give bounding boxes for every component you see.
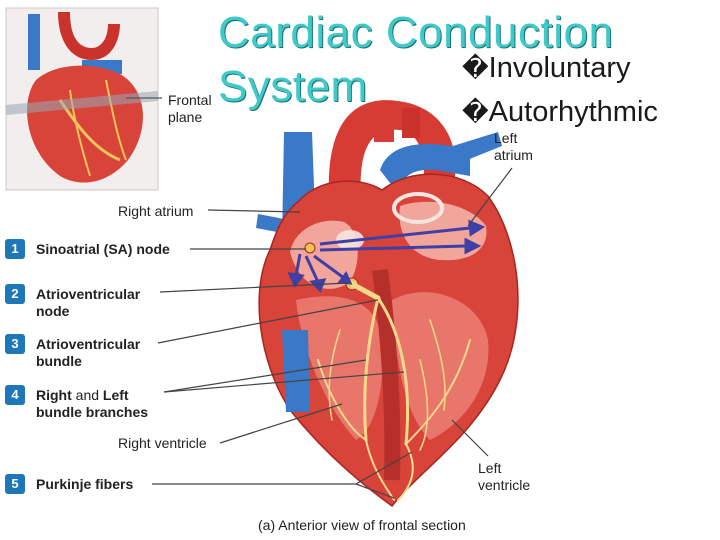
bullet-involuntary: �Involuntary xyxy=(462,52,631,85)
left-atrium-label: Left atrium xyxy=(494,130,533,163)
slide-title-line1: Cardiac Conduction xyxy=(218,8,614,57)
bullet-involuntary-text: Involuntary xyxy=(488,52,631,84)
step-5-badge: 5 xyxy=(5,474,25,494)
step-2-badge: 2 xyxy=(5,284,25,304)
step-4-right-text: Right xyxy=(36,387,72,403)
av-bundle xyxy=(349,281,381,301)
step-1-label: Sinoatrial (SA) node xyxy=(36,241,170,257)
bullet-autorhythmic-text: Autorhythmic xyxy=(488,96,658,128)
left-ventricle-label: Left ventricle xyxy=(478,460,531,493)
leader-lines xyxy=(152,167,513,499)
step-4-label: Right and Left bundle branches xyxy=(36,387,148,421)
right-atrium-label: Right atrium xyxy=(118,203,194,219)
left-ventricle-chamber xyxy=(392,292,489,440)
step-3-badge: 3 xyxy=(5,334,25,354)
slide-title: Cardiac Conduction System xyxy=(218,6,613,114)
step-1-badge: 1 xyxy=(5,239,25,259)
step-4-bundle-text: bundle branches xyxy=(36,404,149,420)
right-bundle-branch xyxy=(363,296,380,442)
step-4-badge: 4 xyxy=(5,385,25,405)
impulse-arrows xyxy=(287,219,486,293)
step-4-left-text: Left xyxy=(102,387,129,403)
right-ventricle-label: Right ventricle xyxy=(118,435,207,451)
frontal-plane-label: Frontal plane xyxy=(168,92,212,125)
bullet-autorhythmic: �Autorhythmic xyxy=(462,96,658,129)
left-bundle-branch xyxy=(376,296,410,446)
slide-title-line2: System xyxy=(218,62,368,111)
step-2-label: Atrioventricular node xyxy=(36,286,141,319)
right-ventricle-chamber xyxy=(296,296,383,440)
step-5-label: Purkinje fibers xyxy=(36,476,134,492)
sa-node xyxy=(304,242,316,254)
bullet-marker: � xyxy=(462,98,489,128)
figure-caption: (a) Anterior view of frontal section xyxy=(258,517,466,533)
step-4-and-text: and xyxy=(71,387,103,403)
bullet-marker: � xyxy=(462,54,489,84)
heart-frontal-section xyxy=(256,100,519,508)
heart-inset-thumbnail xyxy=(5,7,159,191)
step-3-label: Atrioventricular bundle xyxy=(36,336,141,369)
